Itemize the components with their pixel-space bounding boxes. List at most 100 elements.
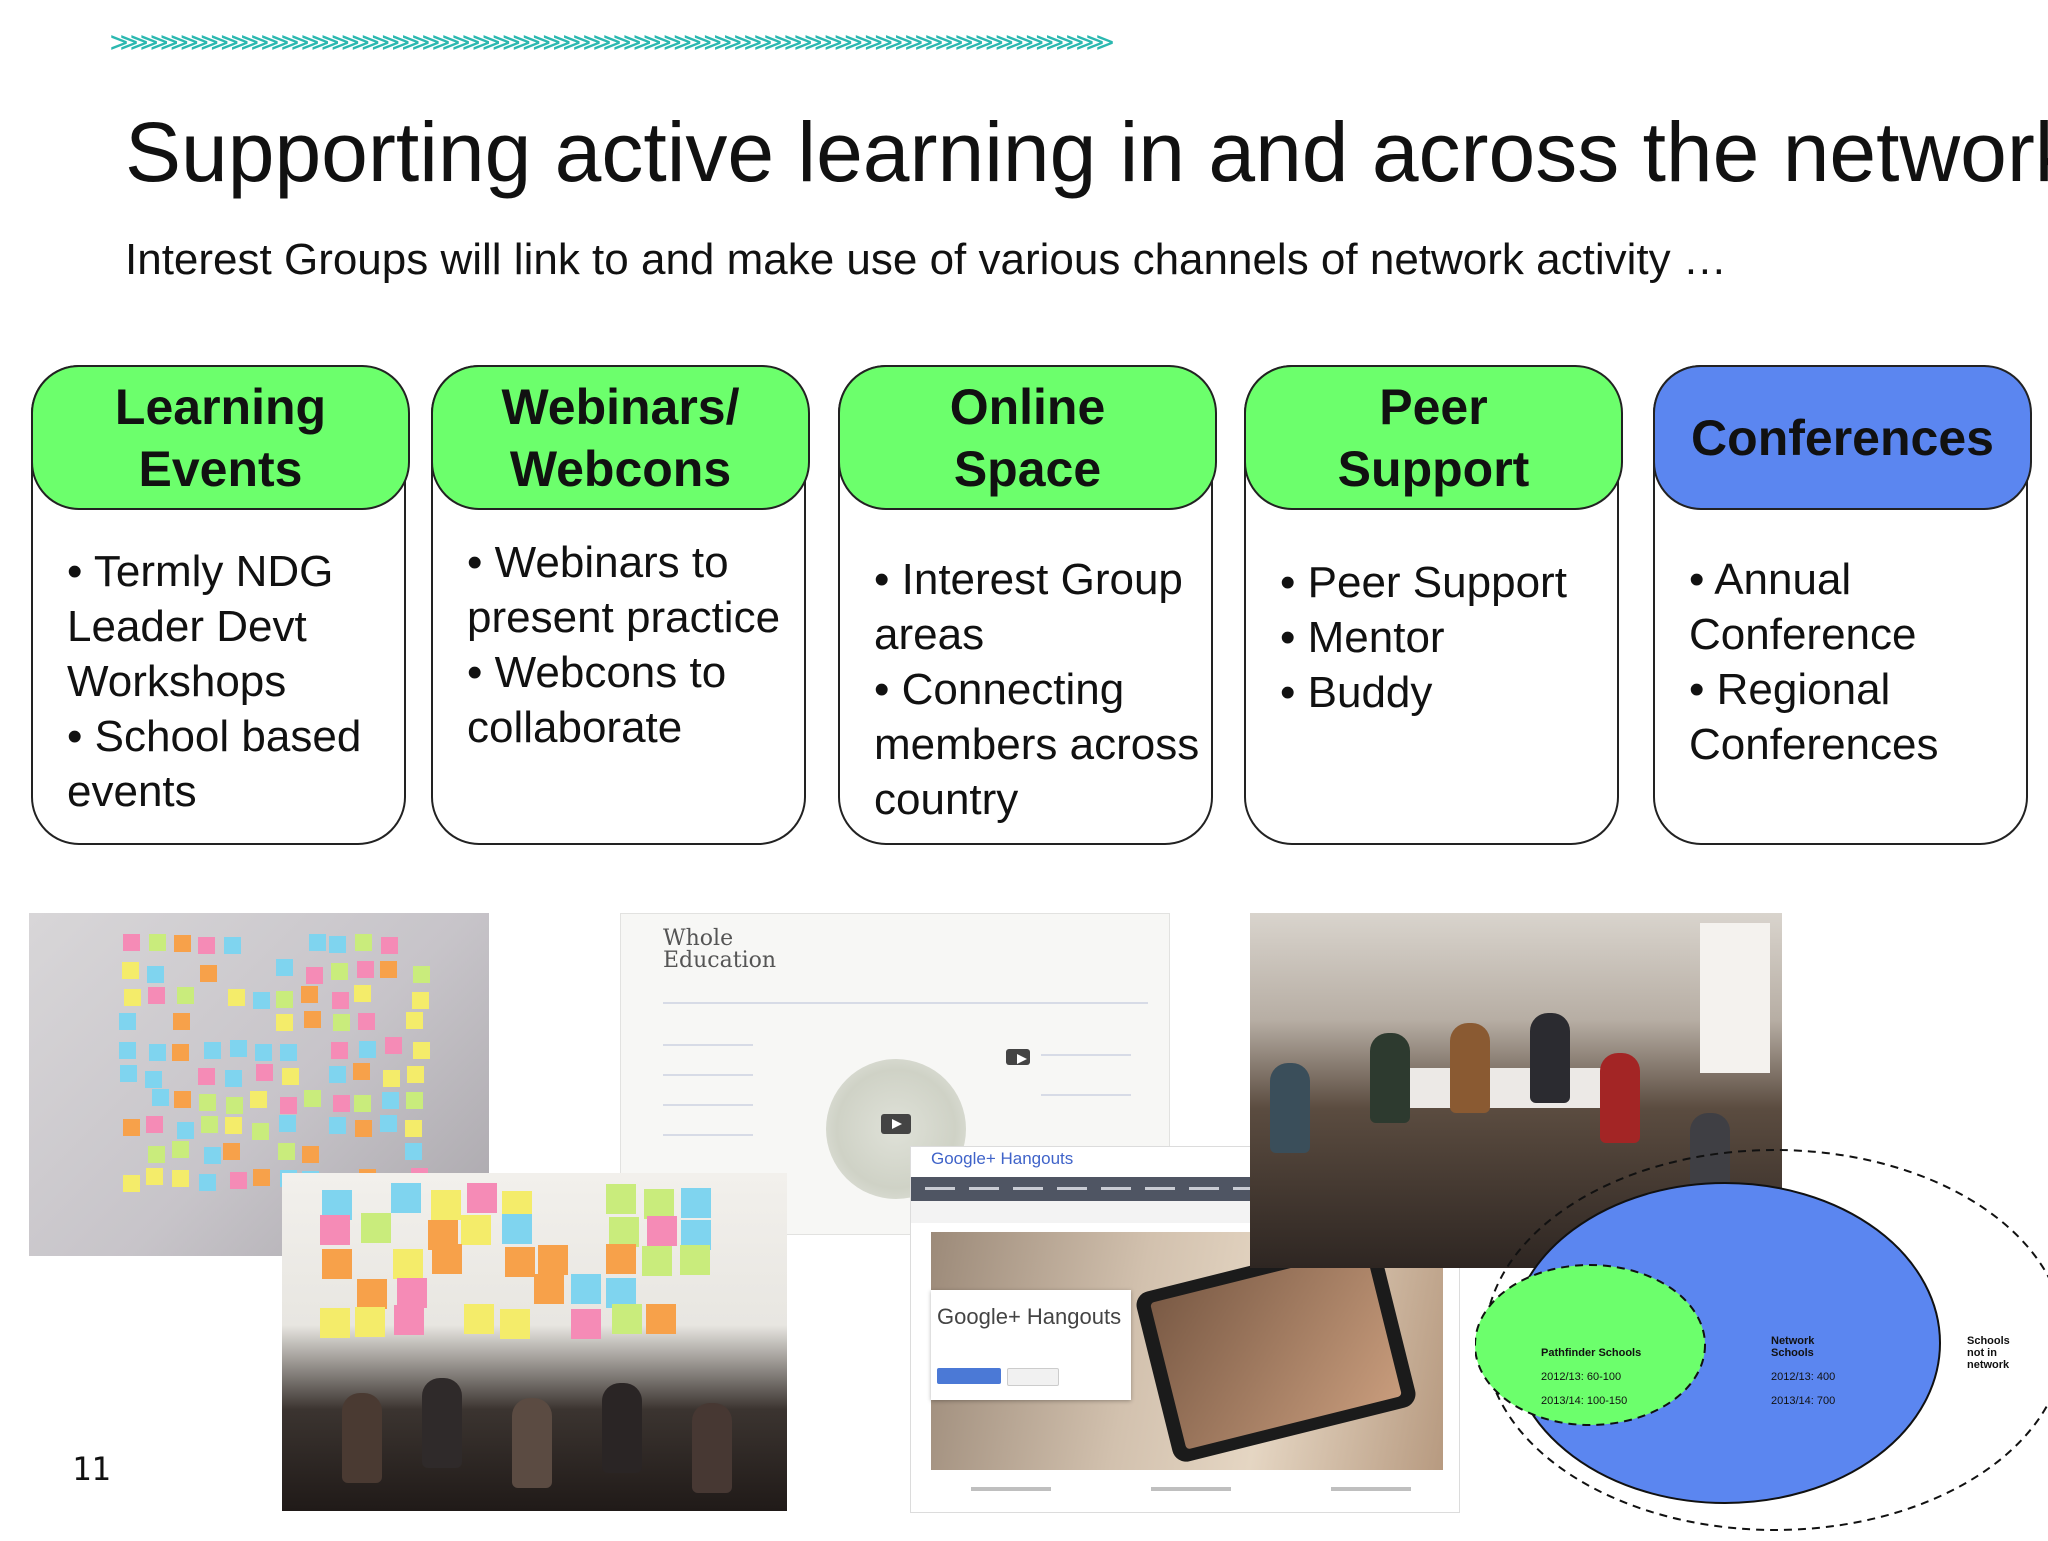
sticky-note — [230, 1172, 248, 1190]
sticky-note — [276, 991, 293, 1009]
sticky-note — [644, 1189, 675, 1220]
card-bullet-list: Interest Group areas Connecting members … — [874, 552, 1201, 827]
sticky-note — [255, 1064, 273, 1082]
person — [422, 1378, 462, 1468]
sticky-note — [571, 1274, 602, 1305]
bullet-item: Annual Conference — [1689, 552, 2016, 662]
person — [692, 1403, 732, 1493]
person — [512, 1398, 552, 1488]
google-hangouts-logo: Google+ Hangouts — [931, 1149, 1074, 1168]
sticky-note — [412, 966, 430, 984]
sticky-note — [605, 1183, 636, 1214]
sticky-note — [172, 1141, 190, 1159]
bullet-item: Connecting members across country — [874, 662, 1201, 827]
slide-subtitle: Interest Groups will link to and make us… — [125, 235, 1727, 284]
sticky-note — [357, 1278, 388, 1309]
person — [1450, 1023, 1490, 1113]
bullet-item: Peer Support — [1280, 555, 1607, 610]
sticky-note — [354, 1119, 372, 1137]
sticky-note — [197, 936, 215, 954]
sticky-note — [303, 1090, 321, 1108]
sticky-note — [411, 991, 429, 1009]
card-bullet-list: Webinars to present practice Webcons to … — [467, 535, 794, 755]
page-number: 11 — [72, 1450, 111, 1488]
sticky-note — [645, 1304, 676, 1335]
sticky-note — [304, 1011, 322, 1029]
photo-sticky-note-wall — [29, 913, 489, 1256]
sticky-note — [330, 962, 348, 980]
sticky-note — [380, 937, 398, 955]
sticky-note — [279, 1096, 297, 1114]
sticky-note — [379, 1115, 397, 1132]
sticky-note — [176, 987, 194, 1005]
sticky-note — [392, 1249, 423, 1280]
card-heading: Webinars/ Webcons — [431, 365, 810, 510]
sticky-note — [679, 1245, 710, 1276]
meeting-table — [1390, 1068, 1630, 1108]
whole-education-logo: Whole Education — [663, 926, 777, 973]
sticky-note — [605, 1277, 636, 1308]
sticky-note — [504, 1246, 535, 1277]
sticky-note — [200, 965, 218, 983]
sticky-note — [203, 1147, 221, 1164]
card-conferences: Conferences Annual Conference Regional C… — [1653, 365, 2032, 845]
sticky-note — [606, 1243, 637, 1274]
sticky-note — [322, 1248, 353, 1279]
chevron-divider: >>>>>>>>>>>>>>>>>>>>>>>>>>>>>>>>>>>>>>>>… — [110, 26, 1114, 60]
start-hangout-button — [937, 1368, 1001, 1384]
bullet-item: Buddy — [1280, 665, 1607, 720]
sticky-note — [355, 934, 373, 952]
sticky-note — [223, 1143, 241, 1161]
sticky-note — [431, 1189, 462, 1220]
sticky-note — [538, 1245, 569, 1276]
sticky-note — [171, 1044, 189, 1062]
outside-label: Schools not in network — [1967, 1335, 2010, 1371]
sticky-note — [145, 1116, 163, 1134]
nav-divider — [663, 1002, 1148, 1004]
pathfinder-label: Pathfinder Schools 2012/13: 60-100 2013/… — [1541, 1347, 1642, 1407]
card-bullet-list: Annual Conference Regional Conferences — [1689, 552, 2016, 772]
card-learning-events: Learning Events Termly NDG Leader Devt W… — [31, 365, 410, 845]
tablet-graphic — [1133, 1234, 1419, 1465]
sticky-note — [332, 1013, 350, 1031]
sticky-note — [608, 1217, 639, 1248]
sticky-note — [320, 1215, 351, 1246]
sticky-note — [381, 1091, 399, 1109]
sticky-note — [383, 1070, 401, 1088]
sticky-note — [149, 1044, 167, 1062]
sidebar-line — [663, 1074, 753, 1076]
sticky-note — [571, 1309, 602, 1340]
venn-shapes — [1474, 1149, 2048, 1531]
photo-peer-meeting — [1250, 913, 1782, 1268]
sticky-note — [328, 936, 346, 954]
sticky-note — [380, 961, 398, 979]
sticky-note — [230, 1040, 248, 1058]
sticky-note — [405, 1092, 423, 1110]
person — [1270, 1063, 1310, 1153]
sticky-note — [647, 1215, 678, 1246]
sticky-note — [302, 1146, 320, 1164]
sticky-note — [391, 1183, 422, 1214]
sticky-note — [353, 1063, 371, 1081]
sticky-note — [251, 1122, 269, 1140]
sticky-note — [145, 1168, 163, 1186]
sticky-note — [320, 1307, 351, 1338]
screenshot-google-hangouts: Google+ Hangouts Google+ Hangouts — [910, 1146, 1460, 1513]
sticky-note — [464, 1304, 495, 1335]
sticky-note — [124, 989, 142, 1007]
sticky-note — [121, 961, 139, 979]
sticky-note — [412, 1042, 430, 1060]
sticky-note — [534, 1273, 565, 1304]
sticky-note — [249, 1090, 267, 1108]
sticky-note — [681, 1187, 712, 1218]
get-app-button — [1007, 1368, 1059, 1386]
card-heading: Conferences — [1653, 365, 2032, 510]
sticky-note — [355, 1306, 386, 1337]
sticky-note — [119, 1013, 137, 1031]
sidebar-line — [1041, 1094, 1131, 1096]
sticky-note — [275, 959, 293, 977]
sticky-note — [123, 1174, 141, 1192]
sticky-note — [301, 986, 319, 1004]
sticky-note — [146, 966, 164, 984]
sidebar-line — [663, 1134, 753, 1136]
